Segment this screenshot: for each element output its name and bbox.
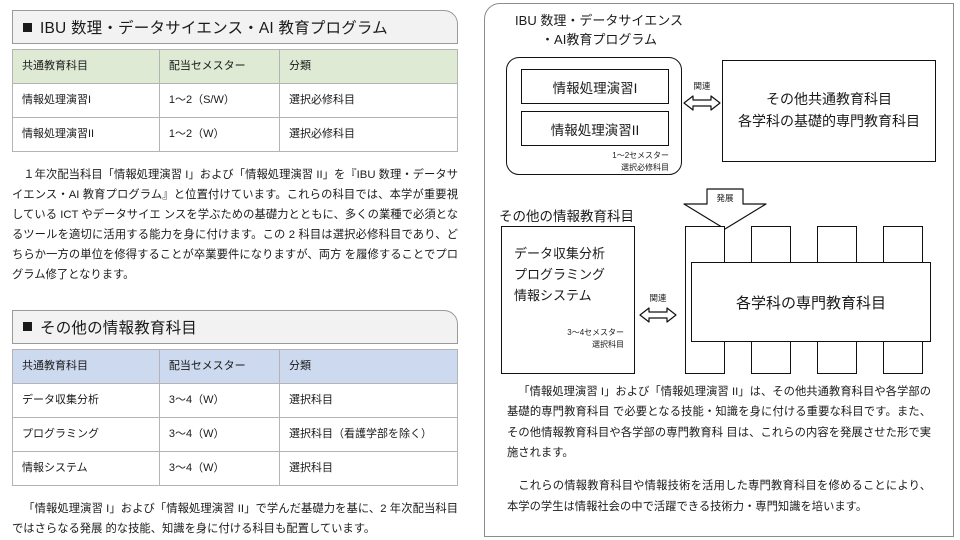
cell-category: 選択科目 — [278, 382, 459, 418]
diagram-program-title: IBU 数理・データサイエンス ・AI教育プログラム — [515, 13, 683, 47]
cell-semester: 3～4（W） — [158, 382, 280, 418]
column-header-category: 分類 — [278, 49, 459, 84]
table-header-row: 共通教育科目 配当セメスター 分類 — [12, 49, 459, 84]
diagram-other-education-title: その他の情報教育科目 — [499, 209, 634, 224]
cell-category: 選択科目（看護学部を除く） — [278, 416, 459, 452]
table-row: 情報処理演習II 1～2（W） 選択必修科目 — [12, 117, 459, 152]
cell-semester: 3～4（W） — [158, 416, 280, 452]
diagram-box-other-common-subjects: その他共通教育科目 各学科の基礎的専門教育科目 — [722, 60, 936, 162]
diagram-develop-label: 発展 — [716, 193, 734, 203]
section-heading-other-label: その他の情報教育科目 — [40, 319, 198, 337]
diagram-box-other-info-subjects: データ収集分析 プログラミング 情報システム 3～4セメスター 選択科目 — [501, 226, 635, 374]
cell-subject: 情報処理演習I — [12, 83, 160, 118]
square-bullet-icon — [23, 322, 32, 332]
diagram-other-info-courses: データ収集分析 プログラミング 情報システム — [514, 246, 606, 304]
table-row: プログラミング 3～4（W） 選択科目（看護学部を除く） — [12, 416, 459, 452]
column-header-semester: 配当セメスター — [158, 348, 280, 384]
diagram-box-other-common-line2: 各学科の基礎的専門教育科目 — [738, 113, 920, 129]
column-header-subject: 共通教育科目 — [12, 348, 160, 384]
cell-semester: 1～2（S/W） — [158, 83, 280, 118]
cell-semester: 3～4（W） — [158, 450, 280, 486]
right-paragraph-2: これらの情報教育科目や情報技術を活用した専門教育科目を修めることにより、本学の学… — [507, 480, 931, 513]
cell-subject: 情報処理演習II — [12, 117, 160, 152]
diagram-other-info-note: 3～4セメスター 選択科目 — [567, 328, 624, 349]
diagram-box-joho-enshu-2: 情報処理演習II — [521, 111, 669, 146]
cell-category: 選択科目 — [278, 450, 459, 486]
program-courses-table: 共通教育科目 配当セメスター 分類 情報処理演習I 1～2（S/W） 選択必修科… — [12, 49, 459, 152]
down-block-arrow-icon — [683, 188, 767, 230]
other-description-paragraph: 「情報処理演習 I」および「情報処理演習 II」で学んだ基礎力を基に、2 年次配… — [12, 502, 458, 535]
cell-semester: 1～2（W） — [158, 117, 280, 152]
diagram-develop-arrow: 発展 — [683, 188, 767, 230]
cell-category: 選択必修科目 — [278, 83, 459, 118]
table-header-row: 共通教育科目 配当セメスター 分類 — [12, 348, 459, 384]
square-bullet-icon — [23, 22, 32, 32]
diagram-box-joho-enshu-1: 情報処理演習I — [521, 69, 669, 104]
double-headed-arrow-icon — [639, 307, 677, 323]
section-heading-other: その他の情報教育科目 — [12, 309, 458, 344]
diagram-relation-bottom-label: 関連 — [649, 293, 667, 303]
diagram-group-box-program: 情報処理演習I 情報処理演習II 1～2セメスター 選択必修科目 — [506, 57, 682, 175]
section-heading-program: IBU 数理・データサイエンス・AI 教育プログラム — [12, 10, 458, 44]
other-courses-table: 共通教育科目 配当セメスター 分類 データ収集分析 3～4（W） 選択科目 プロ… — [12, 348, 459, 486]
left-column: IBU 数理・データサイエンス・AI 教育プログラム 共通教育科目 配当セメスタ… — [0, 0, 470, 540]
diagram-box-major-subjects: 各学科の専門教育科目 — [691, 262, 931, 342]
section-heading-program-label: IBU 数理・データサイエンス・AI 教育プログラム — [40, 20, 388, 37]
table-row: 情報システム 3～4（W） 選択科目 — [12, 450, 459, 486]
program-diagram: IBU 数理・データサイエンス ・AI教育プログラム 情報処理演習I 情報処理演… — [485, 4, 953, 382]
cell-category: 選択必修科目 — [278, 117, 459, 152]
column-header-subject: 共通教育科目 — [12, 49, 160, 84]
table-row: データ収集分析 3～4（W） 選択科目 — [12, 382, 459, 418]
table-row: 情報処理演習I 1～2（S/W） 選択必修科目 — [12, 83, 459, 118]
cell-subject: 情報システム — [12, 450, 160, 486]
diagram-box-other-common-line1: その他共通教育科目 — [766, 91, 892, 108]
diagram-relation-top-label: 関連 — [693, 81, 711, 91]
column-header-semester: 配当セメスター — [158, 49, 280, 84]
right-panel-text: 「情報処理演習 I」および「情報処理演習 II」は、その他共通教育科目や各学部の… — [485, 382, 953, 530]
cell-subject: データ収集分析 — [12, 382, 160, 418]
diagram-relation-top: 関連 — [681, 80, 723, 113]
diagram-group-box-note: 1～2セメスター 選択必修科目 — [612, 151, 669, 172]
diagram-relation-bottom: 関連 — [637, 292, 679, 325]
right-panel: IBU 数理・データサイエンス ・AI教育プログラム 情報処理演習I 情報処理演… — [484, 3, 954, 537]
program-description-paragraph: １年次配当科目「情報処理演習 I」および「情報処理演習 II」を『IBU 数理・… — [12, 169, 458, 282]
right-paragraph-1: 「情報処理演習 I」および「情報処理演習 II」は、その他共通教育科目や各学部の… — [507, 386, 931, 459]
column-header-category: 分類 — [278, 348, 459, 384]
cell-subject: プログラミング — [12, 416, 160, 452]
double-headed-arrow-icon — [683, 95, 721, 111]
